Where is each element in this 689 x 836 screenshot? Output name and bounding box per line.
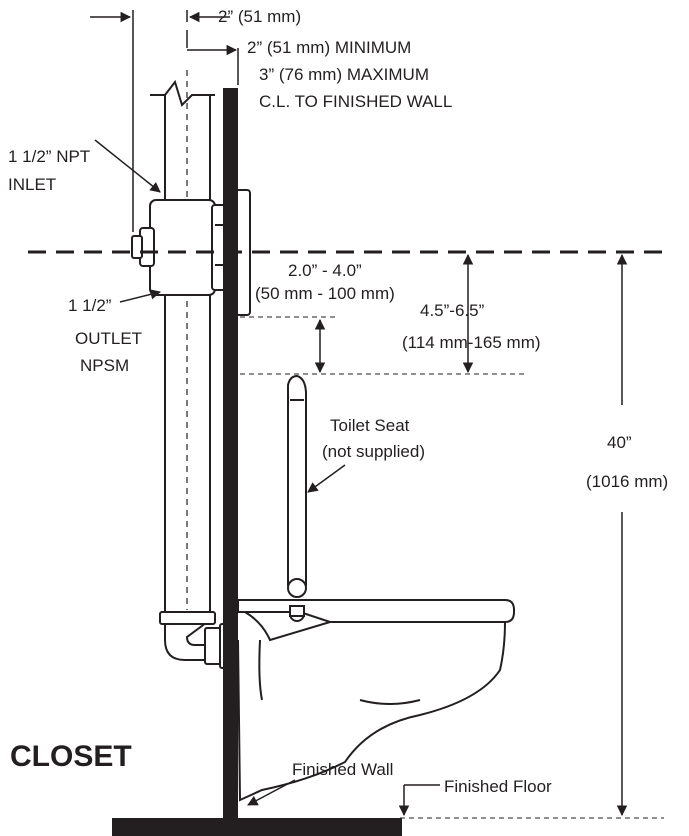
toilet-seat [287,374,307,598]
finished-wall [223,88,238,818]
valve-to-bowl-in-label: 4.5”-6.5” [420,301,485,320]
cl-to-wall-label: C.L. TO FINISHED WALL [259,92,452,111]
dimension-lines [90,10,628,817]
toilet-bowl [237,599,515,802]
finished-wall-label: Finished Wall [292,760,393,779]
height-mm-label: (1016 mm) [586,472,668,491]
valve-to-seat-mm-label: (50 mm - 100 mm) [255,284,395,303]
valve-to-bowl-mm-label: (114 mm-165 mm) [402,333,541,352]
cl-minimum-label: 2” (51 mm) MINIMUM [247,38,411,57]
toilet-seat-label-line2: (not supplied) [322,442,425,461]
outlet-elbow [159,611,231,669]
outlet-label-line1: 1 1/2” [68,296,112,315]
closet-title: CLOSET [10,740,132,773]
pipe-offset-label: 2” (51 mm) [218,7,301,26]
toilet-seat-label-line1: Toilet Seat [330,416,410,435]
inlet-label-line2: INLET [8,175,56,194]
cl-maximum-label: 3” (76 mm) MAXIMUM [259,65,429,84]
inlet-label-line1: 1 1/2” NPT [8,147,90,166]
finished-floor-label: Finished Floor [444,777,552,796]
outlet-label-line2: OUTLET [75,329,142,348]
height-in-label: 40” [607,433,632,452]
valve-to-seat-in-label: 2.0” - 4.0” [288,261,362,280]
floor-slab [112,818,402,836]
supply-pipe [150,70,215,625]
outlet-label-line3: NPSM [80,356,129,375]
